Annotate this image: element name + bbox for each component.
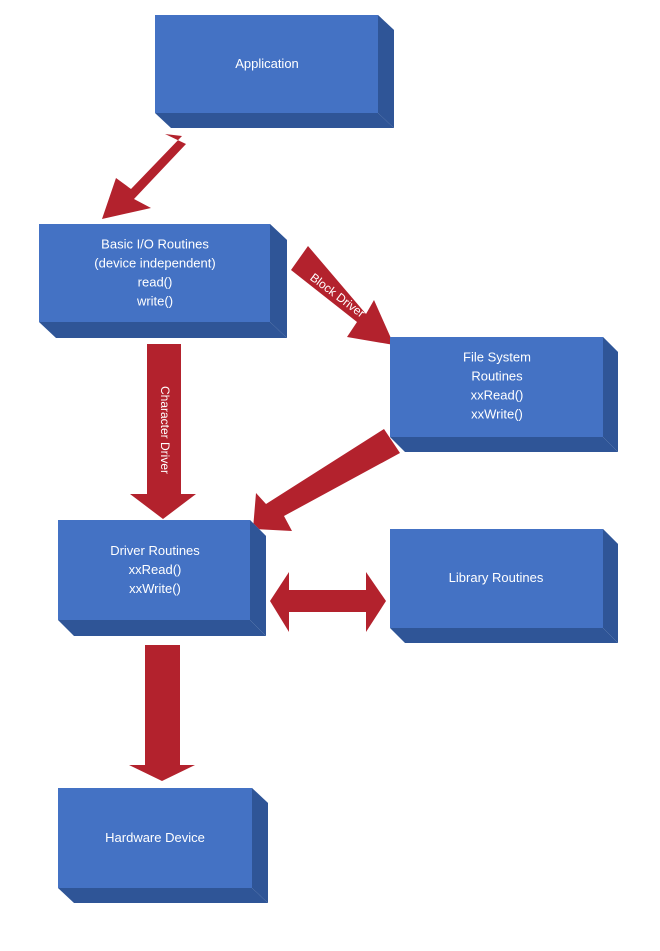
arrow-character-driver: Character Driver [130,344,196,519]
character-driver-label: Character Driver [158,386,172,474]
box-label-line: Application [235,56,299,71]
box-application: Application [155,15,394,128]
box-label-line: write() [136,294,173,309]
arrow-file-system-to-driver [253,429,400,531]
box-label-line: Driver Routines [110,543,200,558]
basic-io-label: Basic I/O Routines (device independent) re… [94,237,215,309]
block-driver-label: Block Driver [307,270,367,320]
box-label-line: Routines [471,369,523,384]
box-library-routines: Library Routines [390,529,618,643]
box-basic-io-routines: Basic I/O Routines (device independent) re… [39,224,287,338]
box-label-line: Library Routines [449,570,544,585]
arrow-driver-to-hardware [129,645,195,781]
box-label-line: File System [463,350,531,365]
box-label-line: xxRead() [471,388,524,403]
driver-label: Driver Routines xxRead() xxWrite() [110,543,200,596]
library-label: Library Routines [449,570,544,585]
box-hardware-device: Hardware Device [58,788,268,903]
box-label-line: xxWrite() [129,581,181,596]
box-label-line: (device independent) [94,256,215,271]
box-label-line: read() [138,275,173,290]
box-label-line: xxRead() [129,562,182,577]
box-label-line: xxWrite() [471,407,523,422]
box-label-line: Basic I/O Routines [101,237,209,252]
box-label-line: Hardware Device [105,830,205,845]
arrow-driver-library-bidirectional [270,572,386,632]
arrow-application-to-basic-io [102,134,186,219]
box-driver-routines: Driver Routines xxRead() xxWrite() [58,520,266,636]
hardware-label: Hardware Device [105,830,205,845]
application-label: Application [235,56,299,71]
arrow-block-driver: Block Driver [291,246,394,345]
